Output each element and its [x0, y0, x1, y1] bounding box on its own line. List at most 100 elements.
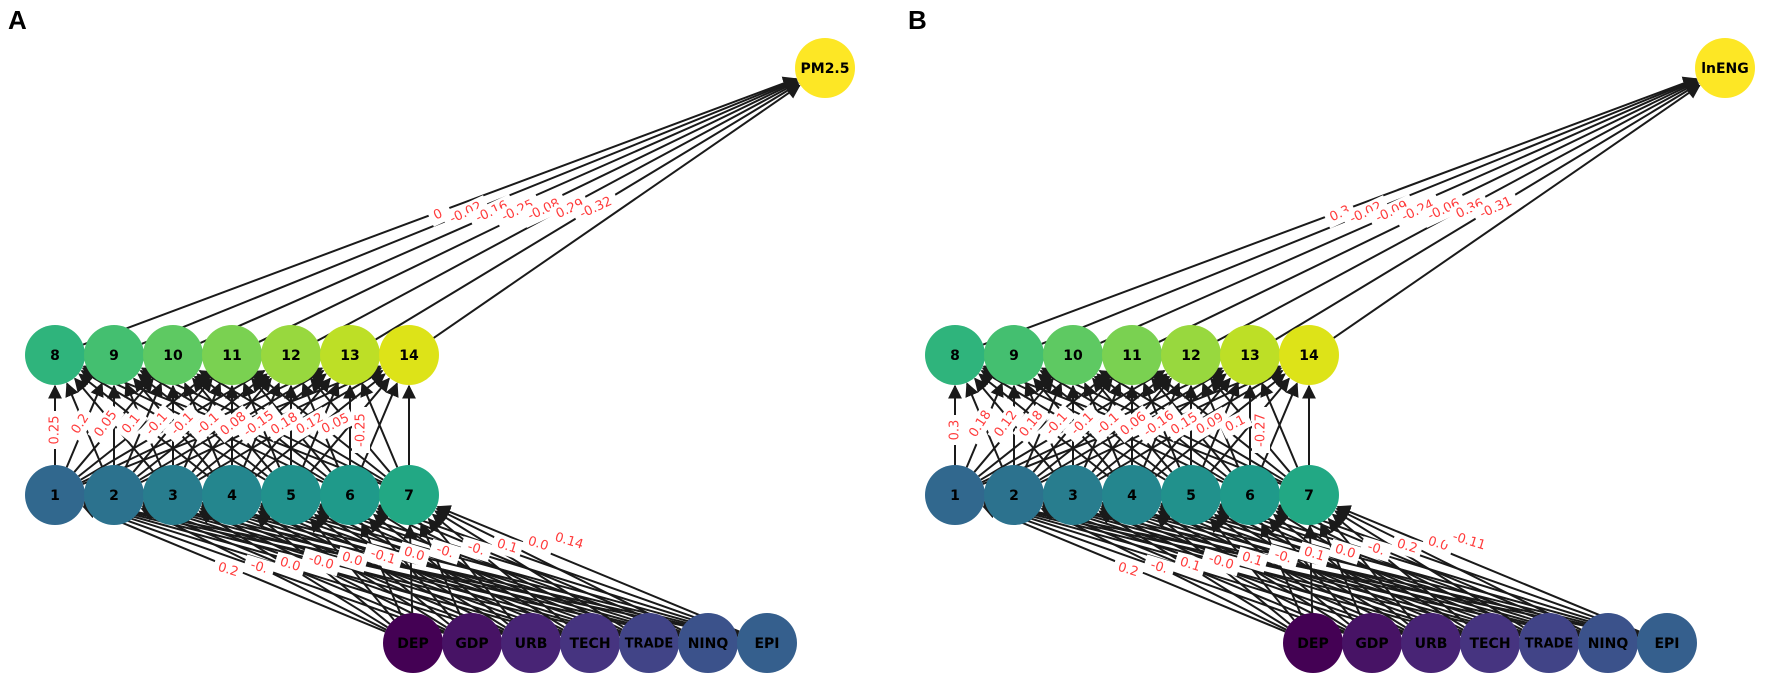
edge-label-in-h1-10-text: 0.0 [526, 534, 550, 554]
edge-label-h1-h2-4-bg [1037, 403, 1077, 445]
edge-label-in-h1-2-bg [273, 551, 307, 578]
edge-label-h2-out-1-bg [441, 195, 491, 231]
node-input-tech-label: TECH [569, 636, 610, 652]
node-output-lneng [1695, 38, 1755, 98]
node-output-pm25 [795, 38, 855, 98]
node-hidden2-9 [84, 325, 144, 385]
edge-input-5-h1-0 [83, 497, 679, 638]
node-hidden2-12-label: 12 [281, 348, 300, 364]
node-output-lneng-label: lnENG [1701, 61, 1749, 77]
node-input-urb-label: URB [515, 636, 548, 652]
edge-h1-6-h2-5 [1260, 382, 1299, 468]
edge-label-in-h1-3-text: -0.0 [307, 551, 336, 573]
panel-label-B: B [908, 5, 927, 35]
node-hidden2-10 [1043, 325, 1103, 385]
edge-label-h2-out-4-bg [1419, 192, 1469, 228]
edge-label-h2-out-6-bg [571, 190, 621, 226]
edge-label-in-h1-9-bg [1390, 533, 1424, 560]
edge-label-h1-h2-2-bg [87, 403, 125, 445]
node-input-dep-label: DEP [1297, 636, 1328, 652]
edge-h2-6-output [433, 84, 801, 339]
edge-label-in-h1-7-bg [1328, 538, 1362, 565]
edge-label-h1-h2-0-bg [946, 415, 964, 445]
node-hidden2-9 [984, 325, 1044, 385]
edge-label-in-h1-7-bg [428, 538, 462, 565]
node-hidden2-12 [261, 325, 321, 385]
node-input-gdp-label: GDP [455, 636, 488, 652]
edge-label-h1-h2-4-bg [137, 403, 177, 445]
edge-label-in-h1-4-text: 0.1 [1240, 549, 1264, 569]
node-hidden2-10 [143, 325, 203, 385]
node-hidden1-2-label: 2 [109, 488, 119, 504]
node-hidden1-6 [320, 465, 380, 525]
node-hidden2-13-label: 13 [1240, 348, 1259, 364]
edge-input-6-h1-6 [1336, 505, 1640, 633]
edge-label-in-h1-5-bg [1266, 544, 1300, 570]
edge-label-in-h1-4-bg [335, 546, 369, 573]
edge-label-in-h1-6-bg [1297, 541, 1331, 568]
node-hidden1-1-label: 1 [50, 488, 60, 504]
node-input-urb [1401, 613, 1461, 673]
edge-input-6-h1-3 [260, 499, 739, 636]
edge-label-in-h1-8-bg [459, 536, 493, 563]
node-hidden2-10-label: 10 [1063, 348, 1083, 364]
edge-input-6-h1-1 [1042, 497, 1638, 638]
node-hidden2-11 [1102, 325, 1162, 385]
node-hidden1-2 [984, 465, 1044, 525]
edge-label-h1-h2-10-bg [1189, 406, 1231, 442]
edge-label-h1-h2-12: -0.27 [1252, 407, 1270, 453]
node-hidden2-8 [925, 325, 985, 385]
edge-label-h1-h2-7-bg [1113, 405, 1154, 443]
node-hidden1-5 [1161, 465, 1221, 525]
node-input-dep [383, 613, 443, 673]
edge-label-in-h1-4-text: 0.0 [340, 549, 364, 569]
edge-label-in-h1-5-bg [362, 542, 404, 572]
edge-label-h2-out-5-bg [1448, 192, 1492, 226]
node-hidden1-6 [1220, 465, 1280, 525]
node-input-ninq-label: NINQ [688, 636, 729, 652]
edge-label-in-h1-1-text: -0. [1149, 558, 1170, 577]
edge-label-in-h1-8: -0. [1359, 536, 1393, 563]
edge-label-in-h1-0: 0.2 [1111, 557, 1145, 583]
node-hidden1-7 [1279, 465, 1339, 525]
edge-label-in-h1-10: 0.0 [521, 531, 555, 557]
edge-label-in-h1-8: -0. [459, 536, 493, 563]
node-hidden1-4 [202, 465, 262, 525]
edge-input-6-h1-1 [142, 497, 738, 638]
node-hidden2-8-label: 8 [50, 348, 60, 364]
edge-label-h2-out-0-bg [1322, 199, 1358, 229]
edge-label-h1-h2-0-text: 0.25 [48, 416, 63, 445]
node-input-gdp [442, 613, 502, 673]
edge-label-in-h1-0: 0.2 [211, 557, 245, 583]
edge-label-h1-h2-12-bg [1252, 407, 1270, 453]
node-hidden2-14 [1279, 325, 1339, 385]
node-input-dep [1283, 613, 1343, 673]
edge-label-in-h1-11: 0.14 [548, 527, 590, 556]
edge-label-in-h1-10-bg [521, 531, 555, 557]
node-hidden1-4-label: 4 [227, 488, 237, 504]
edge-label-h2-out-6-bg [1471, 190, 1521, 226]
edge-label-in-h1-9: 0.1 [490, 533, 524, 560]
edge-label-in-h1-1-bg [1142, 554, 1176, 581]
edge-label-h1-h2-8-bg [1135, 403, 1183, 445]
edge-input-6-h1-5 [1277, 502, 1640, 634]
edge-label-h1-h2-3: 0.1 [115, 406, 148, 442]
edge-label-h1-h2-11-bg [314, 407, 357, 441]
edge-label-h2-out-4-bg [519, 192, 569, 228]
edge-label-h1-h2-0: 0.3 [946, 415, 964, 445]
node-hidden2-12 [1161, 325, 1221, 385]
edge-label-in-h1-2: 0.1 [1173, 551, 1207, 578]
edge-label-h1-h2-7: 0.08 [213, 405, 254, 443]
node-hidden2-12-label: 12 [1181, 348, 1200, 364]
edge-label-in-h1-2-bg [1173, 551, 1207, 578]
edge-label-h1-h2-12-text: -0.25 [354, 413, 369, 447]
edge-label-in-h1-5: -0.1 [362, 542, 404, 572]
edge-input-6-h1-4 [1219, 501, 1639, 636]
node-hidden1-5-label: 5 [286, 488, 296, 504]
panel-label-A: A [8, 5, 27, 35]
edge-label-h2-out-1-bg [1341, 195, 1391, 231]
node-hidden2-9-label: 9 [1009, 348, 1019, 364]
node-input-tech [560, 613, 620, 673]
node-hidden1-6-label: 6 [345, 488, 355, 504]
edge-input-6-h1-6 [436, 505, 740, 633]
